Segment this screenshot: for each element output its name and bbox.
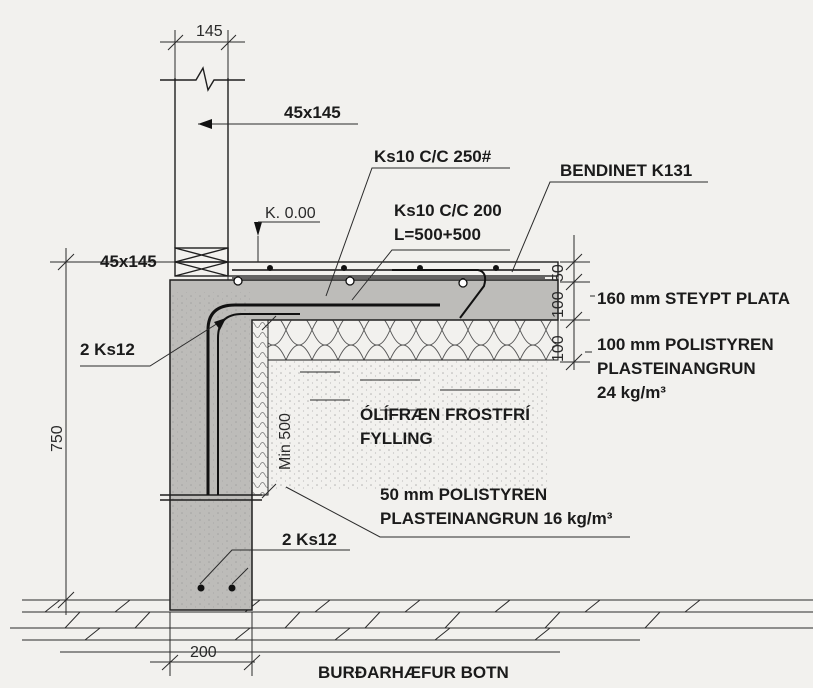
label-rebar-bottom: 2 Ks12 [282,530,337,549]
dim-footing-width [150,612,261,676]
label-rebar-corner: 2 Ks12 [80,340,135,359]
dim-50-text: 50 [550,264,567,282]
label-bendinet: BENDINET K131 [560,161,692,180]
label-stud-top: 45x145 [284,103,341,122]
level-text: K. 0.00 [265,205,316,222]
dim-min-depth [261,315,277,499]
side-insulation [251,319,269,496]
label-rebar-length: L=500+500 [394,225,481,244]
ground-hatch [10,599,813,653]
label-fill-1: ÓLÍFRÆN FROSTFRÍ [360,405,531,424]
label-rebar-bent: Ks10 C/C 200 [394,201,502,220]
label-slab: 160 mm STEYPT PLATA [597,289,790,308]
label-insul-side-2: PLASTEINANGRUN 16 kg/m³ [380,509,613,528]
dim-footing-width-text: 200 [190,644,217,661]
leader-lines [80,119,708,585]
label-insul-side-1: 50 mm POLISTYREN [380,485,547,504]
level-marker [254,221,320,262]
dim-height [50,248,175,615]
dim-min-depth-text: Min 500 [277,413,294,470]
dim-wall-width [160,30,245,78]
frost-free-fill [268,360,548,490]
label-rebar-mesh: Ks10 C/C 250# [374,147,492,166]
dim-right-stack [560,235,590,371]
label-insul-top-2: PLASTEINANGRUN [597,359,756,378]
dim-wall-width-text: 145 [196,23,223,40]
label-insul-top-1: 100 mm POLISTYREN [597,335,774,354]
label-stud-plate: 45x145 [100,252,157,271]
break-line [160,494,262,501]
label-insul-top-3: 24 kg/m³ [597,383,666,402]
fill-marks [300,371,520,411]
label-ground: BURÐARHÆFUR BOTN [318,663,509,682]
top-insulation [267,319,559,361]
dim-height-text: 750 [49,425,66,452]
timber-wall [160,66,245,277]
label-fill-2: FYLLING [360,429,433,448]
dim-100b-text: 100 [550,335,567,362]
dim-100a-text: 100 [550,291,567,318]
